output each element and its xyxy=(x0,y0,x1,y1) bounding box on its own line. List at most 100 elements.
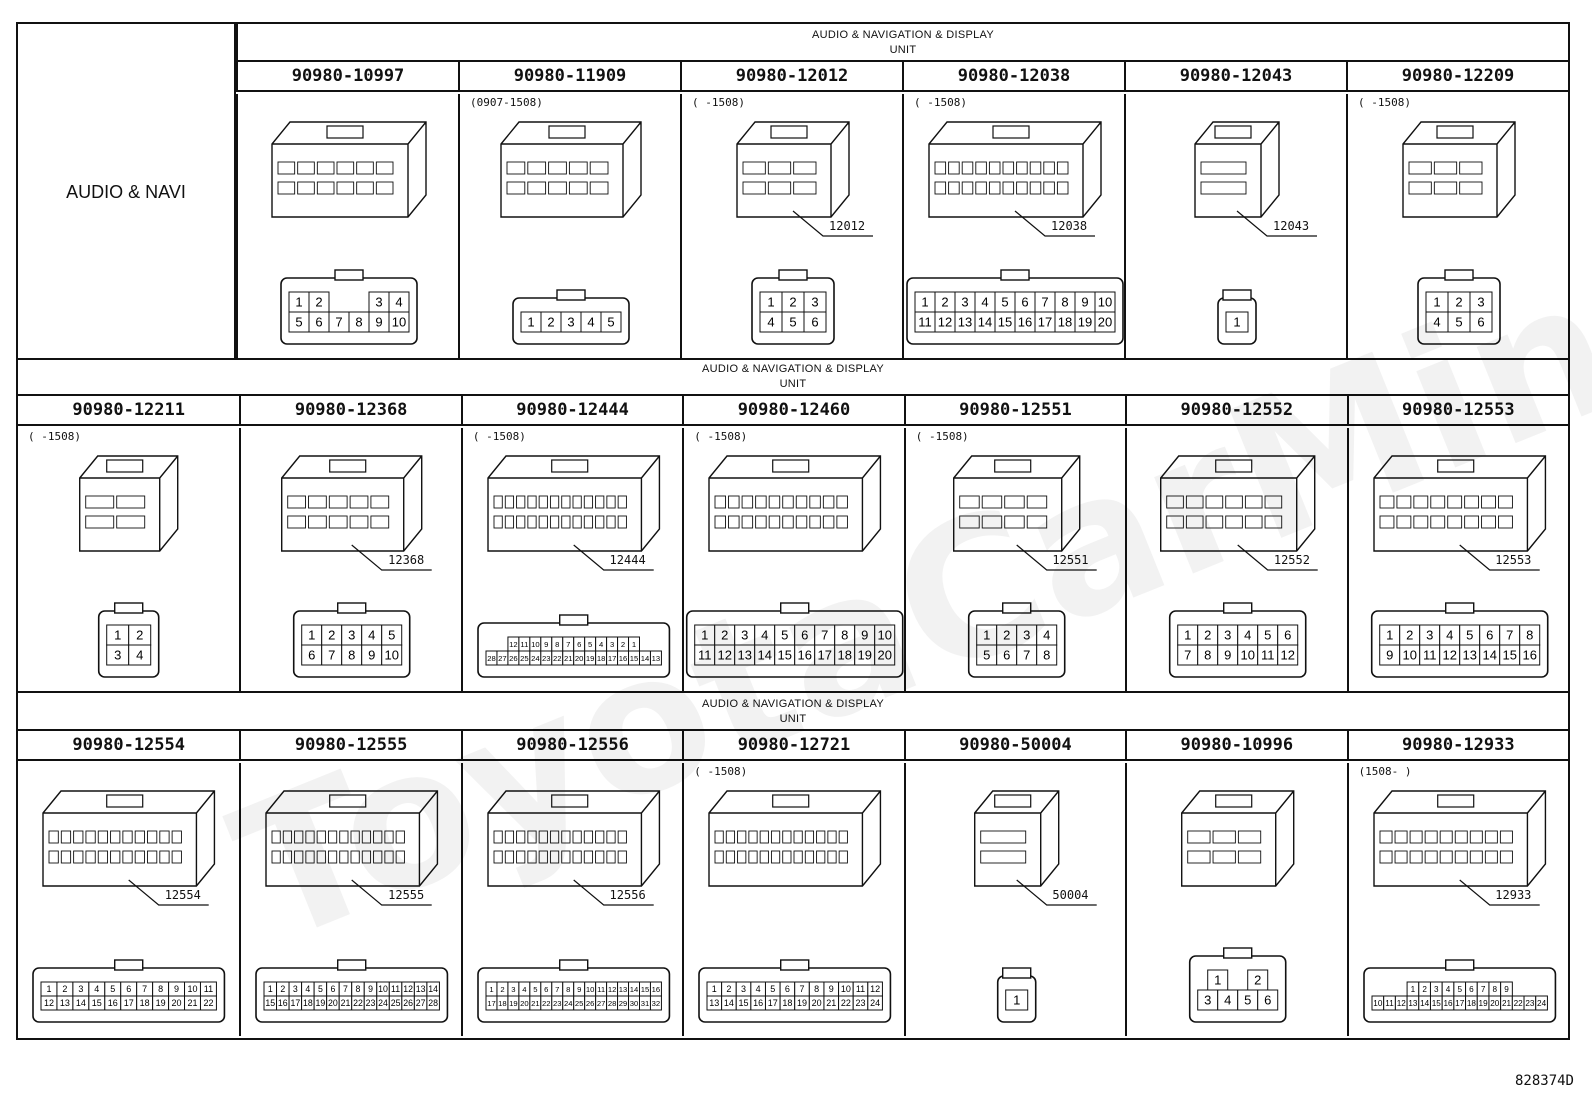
pin-number: 28 xyxy=(429,998,439,1008)
date-range: (0907-1508) xyxy=(470,96,543,109)
pin-number: 8 xyxy=(814,984,819,994)
pin-number: 22 xyxy=(553,654,562,663)
date-range: ( -1508) xyxy=(694,765,748,778)
cavity xyxy=(1186,515,1204,529)
pin-face-lock-tab xyxy=(778,269,808,281)
cavity xyxy=(1166,515,1184,529)
connector-body xyxy=(500,121,642,218)
pin-number: 7 xyxy=(335,315,342,330)
pin-face-lock-tab xyxy=(1444,959,1474,971)
pin-number: 8 xyxy=(841,628,848,643)
part-number: 90980-12933 xyxy=(1346,731,1568,759)
connector-latch xyxy=(772,459,810,473)
cavity xyxy=(796,515,808,529)
pin-face-lock-tab xyxy=(337,959,367,971)
connector-latch xyxy=(106,459,144,473)
part-number: 90980-12556 xyxy=(460,731,682,759)
pin-number: 20 xyxy=(1490,999,1500,1008)
pin-number: 9 xyxy=(829,984,834,994)
cavity xyxy=(572,830,582,844)
pin-number: 24 xyxy=(870,998,880,1008)
callout-label: 12933 xyxy=(1495,888,1532,902)
connector-body xyxy=(928,121,1102,218)
cavity xyxy=(110,830,121,844)
pin-number: 4 xyxy=(395,295,402,310)
pin-number: 21 xyxy=(827,998,837,1008)
cavity xyxy=(1429,495,1445,509)
cavity xyxy=(538,850,548,864)
cavity xyxy=(384,850,395,864)
callout-leader xyxy=(573,879,654,906)
pin-face-lock-tab xyxy=(337,602,367,614)
cavity xyxy=(1439,830,1453,844)
pin-number: 10 xyxy=(1402,648,1416,663)
pin-number: 6 xyxy=(1477,315,1484,330)
band-title-line1: AUDIO & NAVIGATION & DISPLAY xyxy=(702,363,884,375)
pin-number: 7 xyxy=(555,985,559,994)
cavity xyxy=(975,181,987,195)
cavity xyxy=(305,830,316,844)
pin-number: 26 xyxy=(586,999,595,1008)
cavity xyxy=(589,161,609,175)
cavity xyxy=(1463,495,1479,509)
cavity xyxy=(515,495,526,509)
pin-number: 17 xyxy=(1038,315,1052,330)
pin-number: 6 xyxy=(1003,648,1010,663)
cavity xyxy=(979,830,1026,844)
cavity xyxy=(1016,181,1028,195)
connector-latch xyxy=(993,459,1032,473)
cavity xyxy=(1446,495,1462,509)
pin-face-housing xyxy=(1189,955,1287,1023)
pin-face-lock-tab xyxy=(1000,269,1030,281)
pin-number: 5 xyxy=(295,315,302,330)
pin-number: 22 xyxy=(542,999,551,1008)
cavity xyxy=(287,495,307,509)
cavity xyxy=(823,495,835,509)
pin-number: 13 xyxy=(710,998,720,1008)
cavity xyxy=(737,850,747,864)
part-number: 90980-10997 xyxy=(236,62,458,90)
pin-number: 20 xyxy=(812,998,822,1008)
pin-number: 10 xyxy=(1241,648,1255,663)
cavity xyxy=(1016,161,1028,175)
pin-number: 10 xyxy=(841,984,851,994)
cavity xyxy=(726,830,736,844)
pin-number: 11 xyxy=(1385,999,1394,1008)
cavity xyxy=(793,181,817,195)
pin-number: 1 xyxy=(1233,315,1240,330)
pin-number: 5 xyxy=(1001,295,1008,310)
pin-number: 9 xyxy=(577,985,581,994)
cavity xyxy=(1424,850,1438,864)
pin-number: 16 xyxy=(1443,999,1453,1008)
pin-number: 16 xyxy=(1522,648,1536,663)
cavity xyxy=(1396,515,1411,529)
pin-number: 12 xyxy=(1281,648,1295,663)
callout-leader xyxy=(792,210,873,237)
pin-number: 1 xyxy=(1013,993,1020,1008)
connector-body xyxy=(79,455,179,552)
cavity xyxy=(594,495,605,509)
cavity xyxy=(816,830,826,844)
pin-number: 5 xyxy=(318,984,323,994)
pin-number: 6 xyxy=(801,628,808,643)
pin-number: 15 xyxy=(1502,648,1516,663)
pin-number: 1 xyxy=(1386,628,1393,643)
cavity xyxy=(328,850,338,864)
cavity xyxy=(1409,850,1423,864)
date-range: (1508- ) xyxy=(1358,765,1412,778)
cavity xyxy=(1499,830,1513,844)
cavity xyxy=(515,830,526,844)
pin-number: 4 xyxy=(981,295,988,310)
pin-number: 1 xyxy=(268,984,273,994)
cavity xyxy=(493,830,503,844)
cavity xyxy=(934,161,947,175)
cavity xyxy=(362,850,372,864)
cavity xyxy=(759,850,770,864)
cavity xyxy=(1264,495,1283,509)
